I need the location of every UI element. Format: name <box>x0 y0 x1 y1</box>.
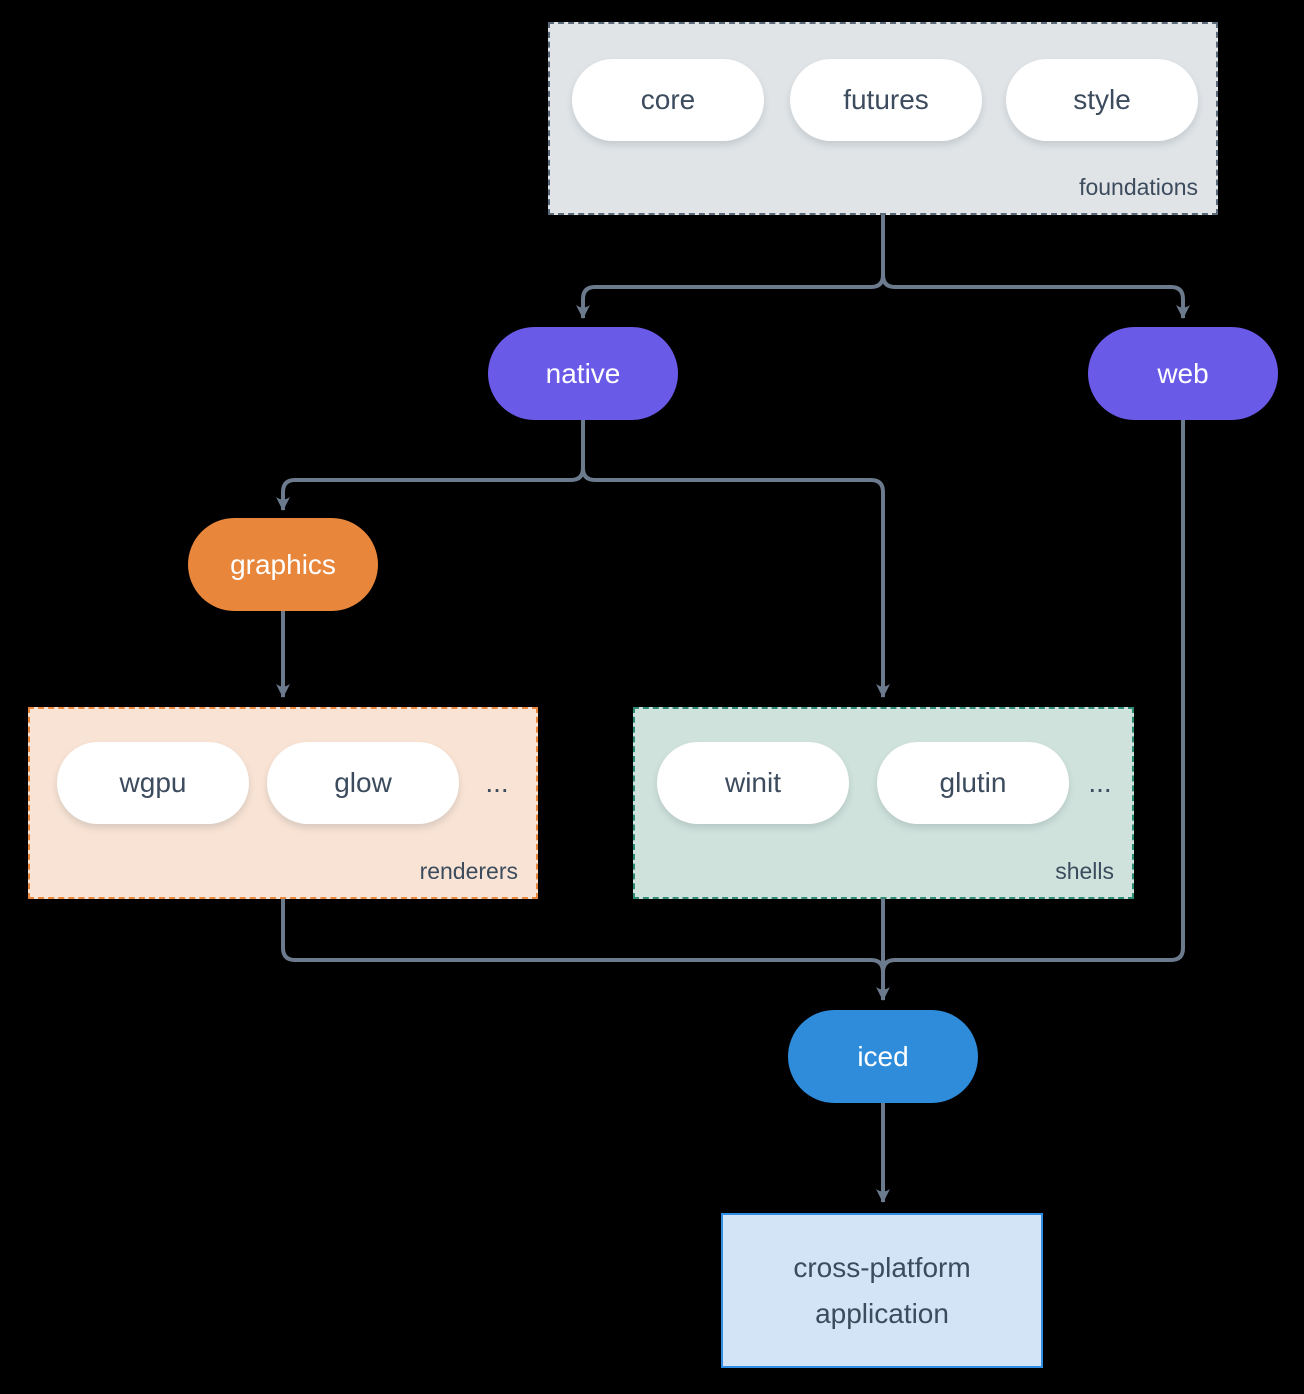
shells-ellipsis: ... <box>1088 767 1112 798</box>
group-renderers: wgpu glow ... renderers <box>28 707 538 899</box>
pill-wgpu: wgpu <box>57 742 249 824</box>
node-graphics: graphics <box>188 518 378 611</box>
node-native: native <box>488 327 678 420</box>
renderers-ellipsis: ... <box>485 767 509 798</box>
node-iced: iced <box>788 1010 978 1103</box>
group-renderers-label: renderers <box>419 858 518 884</box>
group-foundations-label: foundations <box>1079 174 1198 200</box>
arrow-foundations-to-web <box>881 215 1190 319</box>
arrow-foundations-to-native <box>576 215 885 319</box>
group-foundations: core futures style foundations <box>548 22 1218 215</box>
pill-core: core <box>572 59 764 141</box>
pill-winit: winit <box>657 742 849 824</box>
arrow-native-to-graphics <box>276 420 585 511</box>
pill-glutin: glutin <box>877 742 1069 824</box>
group-shells-label: shells <box>1055 858 1114 884</box>
line-renderers-to-merge <box>281 899 885 980</box>
pill-glow: glow <box>267 742 459 824</box>
node-cross-platform-application: cross-platform application <box>721 1213 1043 1368</box>
node-web: web <box>1088 327 1278 420</box>
group-shells: winit glutin ... shells <box>633 707 1134 899</box>
arrow-native-to-shells <box>581 420 890 698</box>
pill-futures: futures <box>790 59 982 141</box>
pill-style: style <box>1006 59 1198 141</box>
